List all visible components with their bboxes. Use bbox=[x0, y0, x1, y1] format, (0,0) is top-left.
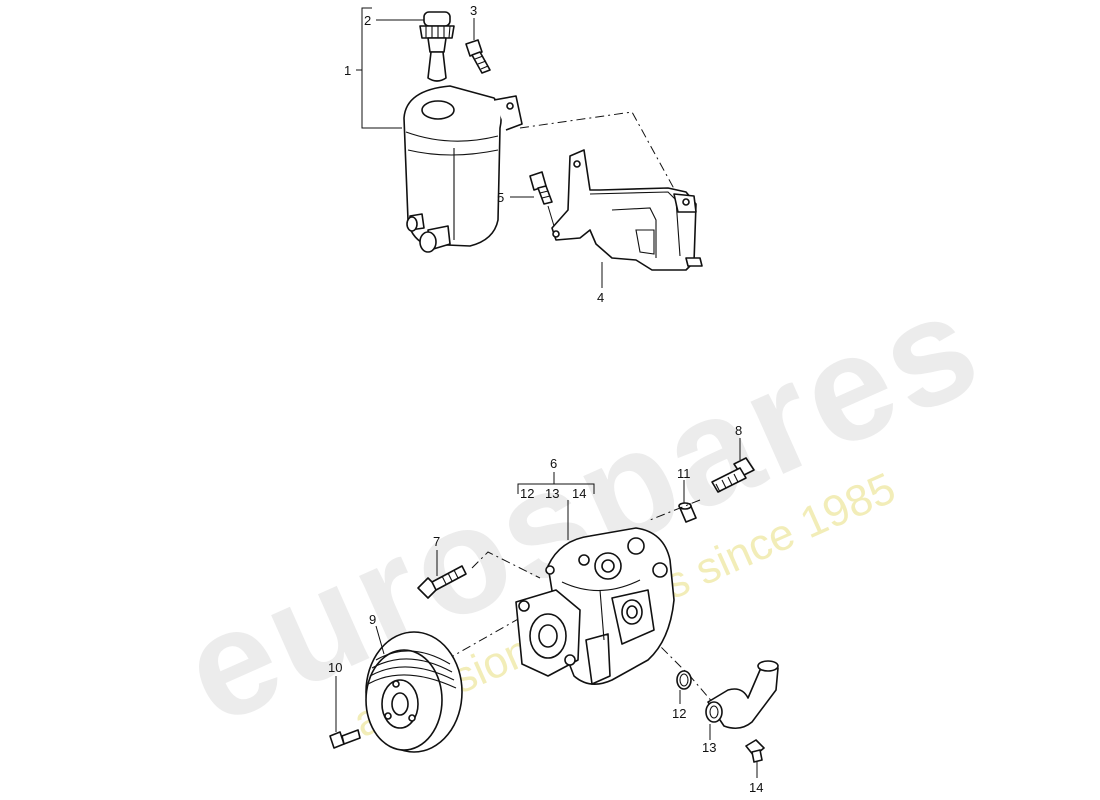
assembly-line-bolt8 bbox=[649, 499, 701, 521]
bolt-8 bbox=[711, 457, 755, 493]
reservoir-tank bbox=[403, 85, 523, 253]
callout-13: 13 bbox=[702, 740, 716, 755]
group-bracket-1 bbox=[361, 7, 372, 129]
callout-11: 11 bbox=[677, 466, 691, 481]
bolt-5 bbox=[529, 171, 553, 205]
callout-group-12: 12 bbox=[520, 486, 534, 501]
callout-4: 4 bbox=[597, 290, 604, 305]
assembly-line-pulley bbox=[445, 617, 521, 661]
power-steering-pump bbox=[515, 527, 675, 685]
callout-group-13: 13 bbox=[545, 486, 559, 501]
hose-fitting bbox=[705, 660, 779, 730]
callout-10: 10 bbox=[328, 660, 342, 675]
bolt-3 bbox=[465, 39, 491, 74]
seal-ring bbox=[676, 670, 692, 690]
mounting-bracket bbox=[551, 149, 703, 271]
callout-12: 12 bbox=[672, 706, 686, 721]
watermark: eurospares a passion for parts since 198… bbox=[160, 257, 1004, 756]
callout-6: 6 bbox=[550, 456, 557, 471]
reservoir-cap bbox=[419, 11, 455, 82]
callout-14: 14 bbox=[749, 780, 763, 795]
assembly-line-bolt7 bbox=[471, 551, 541, 579]
leader-5b bbox=[547, 205, 555, 227]
callout-group-14: 14 bbox=[572, 486, 586, 501]
callout-9: 9 bbox=[369, 612, 376, 627]
assembly-line-top bbox=[519, 111, 679, 197]
callout-3: 3 bbox=[470, 3, 477, 18]
callout-2: 2 bbox=[364, 13, 371, 28]
group-bracket-6 bbox=[517, 483, 595, 494]
callout-1: 1 bbox=[344, 63, 351, 78]
callout-7: 7 bbox=[433, 534, 440, 549]
callout-labels: 1 2 3 4 5 6 7 8 9 10 11 12 13 14 12 13 1… bbox=[328, 3, 763, 795]
pulley bbox=[365, 631, 463, 753]
callout-8: 8 bbox=[735, 423, 742, 438]
bolt-10 bbox=[329, 729, 361, 749]
callout-5: 5 bbox=[497, 190, 504, 205]
bolt-14 bbox=[745, 739, 765, 763]
bolt-7 bbox=[417, 565, 467, 599]
leader-9 bbox=[375, 625, 385, 655]
